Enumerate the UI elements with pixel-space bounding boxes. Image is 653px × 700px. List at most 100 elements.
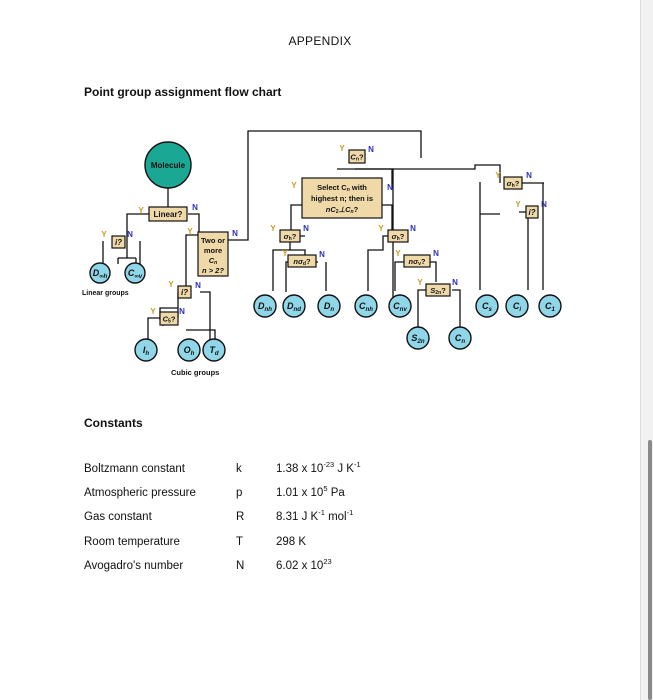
link-select-yes (290, 204, 302, 230)
i-yes-far: Y (515, 200, 521, 209)
group-s2n (406, 326, 430, 350)
linear-question-text: Linear? (154, 210, 183, 219)
group-c1-label: C1 (545, 301, 556, 313)
constant-symbol: T (236, 535, 244, 548)
link-i5-no (200, 291, 211, 340)
two-or-more-question (197, 231, 229, 277)
select-box-l3: nC2⊥Cn? (326, 205, 359, 215)
constant-value-part: 6.02 x 10 (276, 559, 324, 572)
i-question-linear (111, 235, 126, 249)
i-no-linear: N (127, 230, 133, 239)
group-ih (134, 338, 158, 362)
n-sigma-v-question-text: nσv? (409, 257, 426, 267)
scrollbar-thumb[interactable] (648, 440, 652, 700)
flowchart-title: Point group assignment flow chart (84, 85, 282, 99)
linear-question (148, 206, 188, 222)
link-linear-yes (118, 213, 150, 259)
select-no: N (387, 183, 393, 192)
sigma-h-question-far (503, 176, 523, 190)
two-or-more-l2: more (204, 246, 222, 255)
constant-value-part: 298 K (276, 535, 307, 548)
group-ci-label: Ci (513, 301, 522, 313)
constant-value-part: 1.38 x 10 (276, 463, 324, 475)
constant-value-part: 8.31 J K (276, 511, 319, 524)
group-ih-label: Ih (143, 345, 150, 357)
constant-exponent: -1 (346, 508, 354, 518)
sigma-h-yes-far: Y (495, 171, 501, 180)
linear-yes: Y (138, 206, 144, 215)
constant-exponent: -1 (318, 508, 325, 518)
i-yes-cubic: Y (168, 280, 174, 289)
constant-value: 6.02 x 1023 (276, 558, 332, 572)
i-question-cubic (177, 285, 192, 299)
i-no-far: N (541, 200, 547, 209)
i-question-far-text: i? (528, 208, 535, 217)
molecule-label: Molecule (151, 161, 186, 170)
s2n-yes: Y (417, 278, 423, 287)
i-question-far (525, 205, 539, 219)
molecule-node (144, 141, 192, 189)
i-question-cubic-text: i? (181, 288, 188, 297)
two-or-more-l4: n > 2? (202, 266, 224, 275)
group-cnh-label: Cnh (359, 301, 373, 313)
group-cnh (354, 294, 378, 318)
group-dnd-label: Dnd (287, 301, 301, 313)
link-nsigv (394, 261, 437, 291)
constant-value-part: Pa (327, 487, 345, 500)
n-sigma-d-question-text: nσd? (293, 257, 311, 267)
n-sigma-v-question (403, 254, 431, 268)
n-sigma-v-yes: Y (395, 249, 401, 258)
sigma-h-yes-left: Y (270, 224, 276, 233)
group-dn-label: Dn (324, 301, 335, 313)
constant-value: 298 K (276, 536, 306, 548)
sigma-h-question-far-text: σh? (507, 179, 520, 189)
s2n-question-text: S2n? (430, 286, 446, 296)
s2n-no: N (452, 278, 458, 287)
link-c5-no (186, 329, 216, 340)
select-yes: Y (291, 181, 297, 190)
constant-symbol: R (236, 511, 245, 524)
constant-value: 8.31 J K-1 mol-1 (276, 508, 354, 524)
n-sigma-v-no: N (433, 249, 439, 258)
group-dnh (253, 294, 277, 318)
constant-exponent: -1 (353, 460, 361, 469)
linear-groups-label: Linear groups (82, 290, 129, 297)
s2n-question (425, 283, 451, 297)
constant-value: 1.38 x 10-23 J K-1 (276, 460, 361, 475)
group-d-inf-h-label: D∞h (93, 268, 108, 280)
sigma-h-question-left (279, 229, 301, 243)
two-or-more-yes: Y (187, 227, 193, 236)
group-c-inf-v-label: C∞v (128, 268, 143, 280)
link-twoormore-no (228, 130, 422, 241)
constant-name: Boltzmann constant (84, 463, 186, 475)
cn-question-top-text: Cn? (350, 153, 364, 163)
appendix-heading: APPENDIX (288, 34, 352, 48)
link-right-tree (479, 182, 544, 290)
group-cnv-label: Cnv (393, 301, 407, 313)
cn-no-top: N (368, 145, 374, 154)
cn-question-top (348, 149, 366, 164)
group-cn (448, 326, 472, 350)
constant-name: Room temperature (84, 535, 180, 548)
group-oh-label: Oh (184, 345, 195, 357)
two-or-more-no: N (232, 229, 238, 238)
constant-symbol: k (236, 463, 242, 475)
two-or-more-l1: Two or (201, 236, 225, 245)
group-dn (317, 294, 341, 318)
i-question-linear-text: i? (115, 238, 122, 247)
link-select-no (382, 204, 393, 230)
i-yes-linear: Y (101, 230, 107, 239)
select-box-l2: highest n; then is (311, 194, 373, 203)
group-dnd (282, 294, 306, 318)
n-sigma-d-question (287, 254, 317, 268)
group-c1 (538, 294, 562, 318)
group-d-inf-h (89, 262, 111, 284)
sigma-h-no-far: N (526, 171, 532, 180)
constant-value: 1.01 x 105 Pa (276, 485, 345, 500)
sigma-h-question-right-text: σh? (392, 232, 405, 242)
group-ci (505, 294, 529, 318)
c5-yes: Y (150, 307, 156, 316)
constant-exponent: -23 (323, 460, 335, 469)
constant-value-part: J K (334, 463, 354, 475)
